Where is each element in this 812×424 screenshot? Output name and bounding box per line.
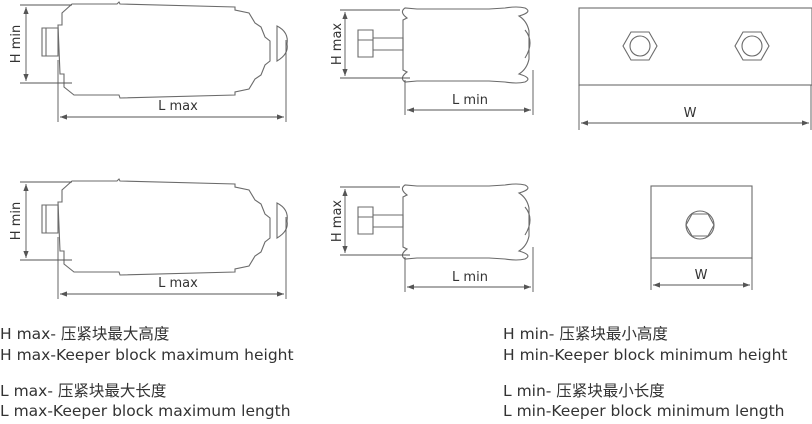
hex-bolt-icon — [734, 31, 770, 61]
hex-bolt-icon — [622, 31, 658, 61]
row1-side-view-long: H min L max — [9, 1, 288, 122]
w-label: W — [695, 268, 708, 283]
legend-h-min-cn: H min- 压紧块最小高度 — [503, 325, 668, 343]
row1-top-view: W — [578, 7, 812, 130]
l-min-label: L min — [452, 93, 488, 108]
l-max-label: L max — [158, 276, 198, 291]
legend-h-min-en: H min-Keeper block minimum height — [503, 346, 788, 364]
row2-side-view-short: H max L min — [330, 183, 534, 292]
legend-l-max-cn: L max- 压紧块最大长度 — [0, 382, 167, 400]
legend-h-max-en: H max-Keeper block maximum height — [0, 346, 294, 364]
l-min-label: L min — [452, 270, 488, 285]
row2-side-view-long: H min L max — [9, 178, 288, 299]
h-max-label: H max — [330, 23, 345, 66]
h-max-label: H max — [330, 200, 345, 243]
l-max-label: L max — [158, 99, 198, 114]
legend-l-min-en: L min-Keeper block minimum length — [503, 402, 785, 420]
row1-side-view-short: H max L min — [330, 6, 534, 115]
w-label: W — [684, 106, 697, 121]
legend-l-max-en: L max-Keeper block maximum length — [0, 402, 291, 420]
h-min-label: H min — [9, 25, 24, 63]
row2-top-view: W — [650, 185, 753, 290]
h-min-label: H min — [9, 202, 24, 240]
legend-h-max-cn: H max- 压紧块最大高度 — [0, 325, 170, 343]
legend-l-min-cn: L min- 压紧块最小长度 — [503, 382, 665, 400]
